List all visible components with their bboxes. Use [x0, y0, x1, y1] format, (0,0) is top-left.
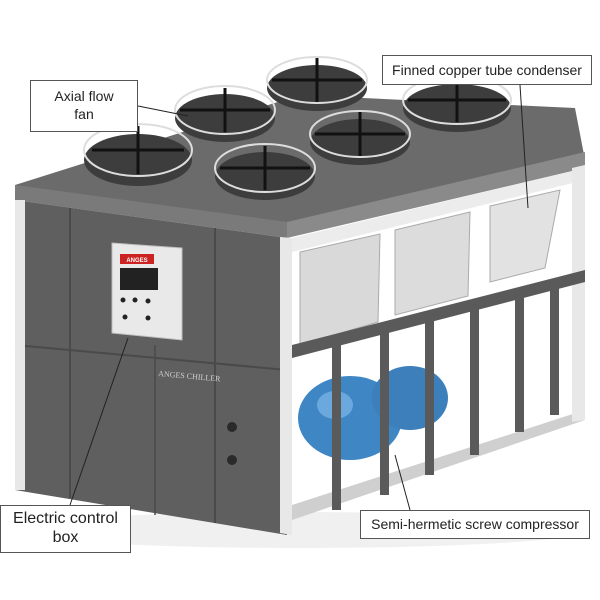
side-port-2 [227, 455, 237, 465]
side-port-1 [227, 422, 237, 432]
panel-button-4 [122, 314, 128, 320]
front-cabinet [15, 200, 287, 535]
control-box-label: Electric control box [0, 505, 131, 553]
side-frame-grid [292, 270, 585, 510]
leader-condenser [519, 84, 529, 209]
axial-fan-label-line1: Axial flow [54, 88, 114, 104]
condenser-coil-1 [299, 233, 381, 346]
fan-4 [214, 143, 316, 200]
compressor-label-text: Semi-hermetic screw compressor [371, 516, 579, 532]
condenser-label-text: Finned copper tube condenser [392, 62, 582, 78]
panel-button-5 [145, 315, 151, 321]
fan-1 [83, 123, 193, 186]
axial-fan-group [83, 56, 512, 200]
control-box-label-line2: box [52, 529, 79, 547]
panel-logo-text: ANGES [126, 258, 147, 264]
condenser-label: Finned copper tube condenser [382, 55, 592, 85]
condenser-coil-3 [489, 189, 561, 283]
condenser-coil-2 [394, 211, 471, 316]
leader-control-box [69, 337, 129, 506]
control-box-label-line1: Electric control [13, 510, 118, 527]
side-base-floor [292, 410, 585, 520]
fan-2 [174, 85, 276, 142]
panel-button-1 [120, 297, 126, 303]
fan-3 [266, 56, 368, 111]
side-top-rail [292, 168, 585, 252]
panel-button-2 [132, 297, 138, 303]
side-right-post [572, 165, 585, 422]
axial-fan-label: Axial flow fan [30, 80, 138, 132]
panel-logo-badge [120, 254, 154, 264]
compressor-label: Semi-hermetic screw compressor [360, 510, 590, 539]
front-seam-3 [14, 344, 288, 371]
leader-fan [137, 105, 189, 117]
fan-5 [309, 110, 411, 165]
front-edge-right [280, 237, 292, 535]
panel-display [120, 268, 158, 290]
panel-button-3 [145, 298, 151, 304]
control-panel [111, 242, 183, 341]
front-edge-left [15, 200, 25, 490]
top-deck-front-edge [15, 185, 287, 238]
axial-fan-label-line2: fan [74, 105, 94, 122]
leader-compressor [394, 454, 411, 511]
top-deck-side-edge [287, 152, 585, 238]
